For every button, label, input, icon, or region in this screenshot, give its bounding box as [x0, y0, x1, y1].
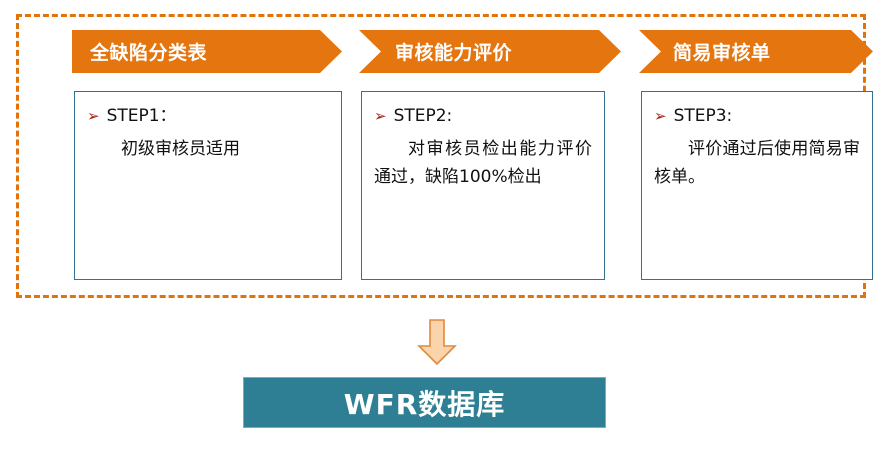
step-header-label-3: 简易审核单: [673, 42, 771, 64]
wfr-database-label: WFR数据库: [343, 387, 506, 421]
step-column-2: 审核能力评价 ➢ STEP2: 对审核员检出能力评价通过，缺陷100%检出: [359, 30, 621, 280]
step-card-2: ➢ STEP2: 对审核员检出能力评价通过，缺陷100%检出: [361, 91, 605, 280]
step-label-1: STEP1：: [106, 106, 177, 126]
step-column-1: 全缺陷分类表 ➢ STEP1： 初级审核员适用: [72, 30, 342, 280]
step-header-label-1: 全缺陷分类表: [90, 42, 208, 64]
step-card-1: ➢ STEP1： 初级审核员适用: [74, 91, 342, 280]
step-body-1: 初级审核员适用: [121, 139, 240, 160]
step-label-3: STEP3:: [673, 106, 733, 126]
step-label-row-2: ➢ STEP2:: [374, 106, 592, 127]
arrow-bullet-icon: ➢: [87, 107, 100, 125]
step-header-chevron-1[interactable]: 全缺陷分类表: [72, 30, 342, 73]
step-header-chevron-2[interactable]: 审核能力评价: [359, 30, 621, 73]
step-label-row-3: ➢ STEP3:: [654, 106, 860, 127]
step-label-2: STEP2:: [393, 106, 453, 126]
down-arrow-icon: [413, 318, 461, 366]
step-label-row-1: ➢ STEP1：: [87, 106, 329, 127]
step-header-label-2: 审核能力评价: [395, 42, 513, 64]
step-body-2: 对审核员检出能力评价通过，缺陷100%检出: [374, 139, 592, 187]
step-card-3: ➢ STEP3: 评价通过后使用简易审核单。: [641, 91, 873, 280]
arrow-bullet-icon: ➢: [654, 107, 667, 125]
step-header-chevron-3[interactable]: 简易审核单: [639, 30, 873, 73]
step-body-3: 评价通过后使用简易审核单。: [654, 139, 860, 187]
arrow-bullet-icon: ➢: [374, 107, 387, 125]
wfr-database-bar[interactable]: WFR数据库: [243, 377, 606, 428]
step-column-3: 简易审核单 ➢ STEP3: 评价通过后使用简易审核单。: [639, 30, 873, 280]
